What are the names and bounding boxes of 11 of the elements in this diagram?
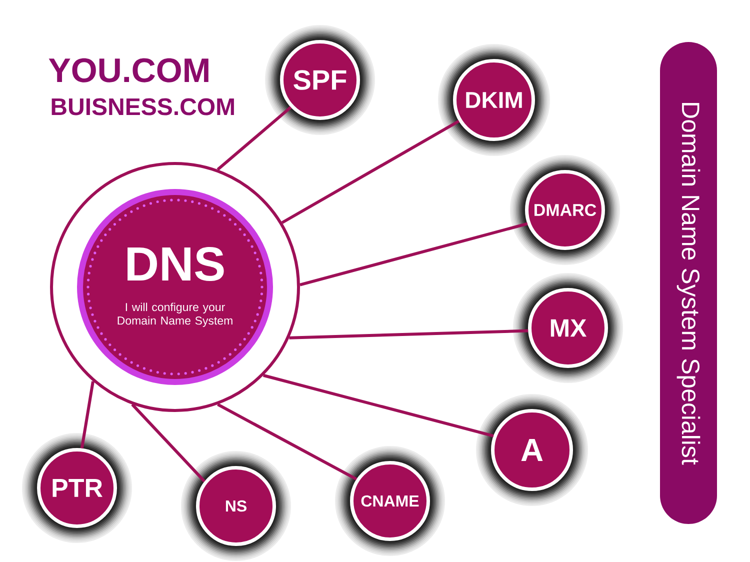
connector-line bbox=[217, 403, 358, 481]
connector-line bbox=[131, 403, 206, 482]
heading: BUISNESS.COM bbox=[52, 98, 234, 116]
side-banner: Domain Name System Specialist bbox=[660, 42, 717, 524]
heading: YOU.COM bbox=[48, 58, 208, 82]
connector-line bbox=[281, 120, 460, 224]
connector-line bbox=[289, 329, 528, 340]
connector-line bbox=[216, 106, 292, 171]
connector-line bbox=[80, 381, 94, 449]
connector-line bbox=[263, 374, 494, 438]
connector-line bbox=[300, 222, 528, 286]
